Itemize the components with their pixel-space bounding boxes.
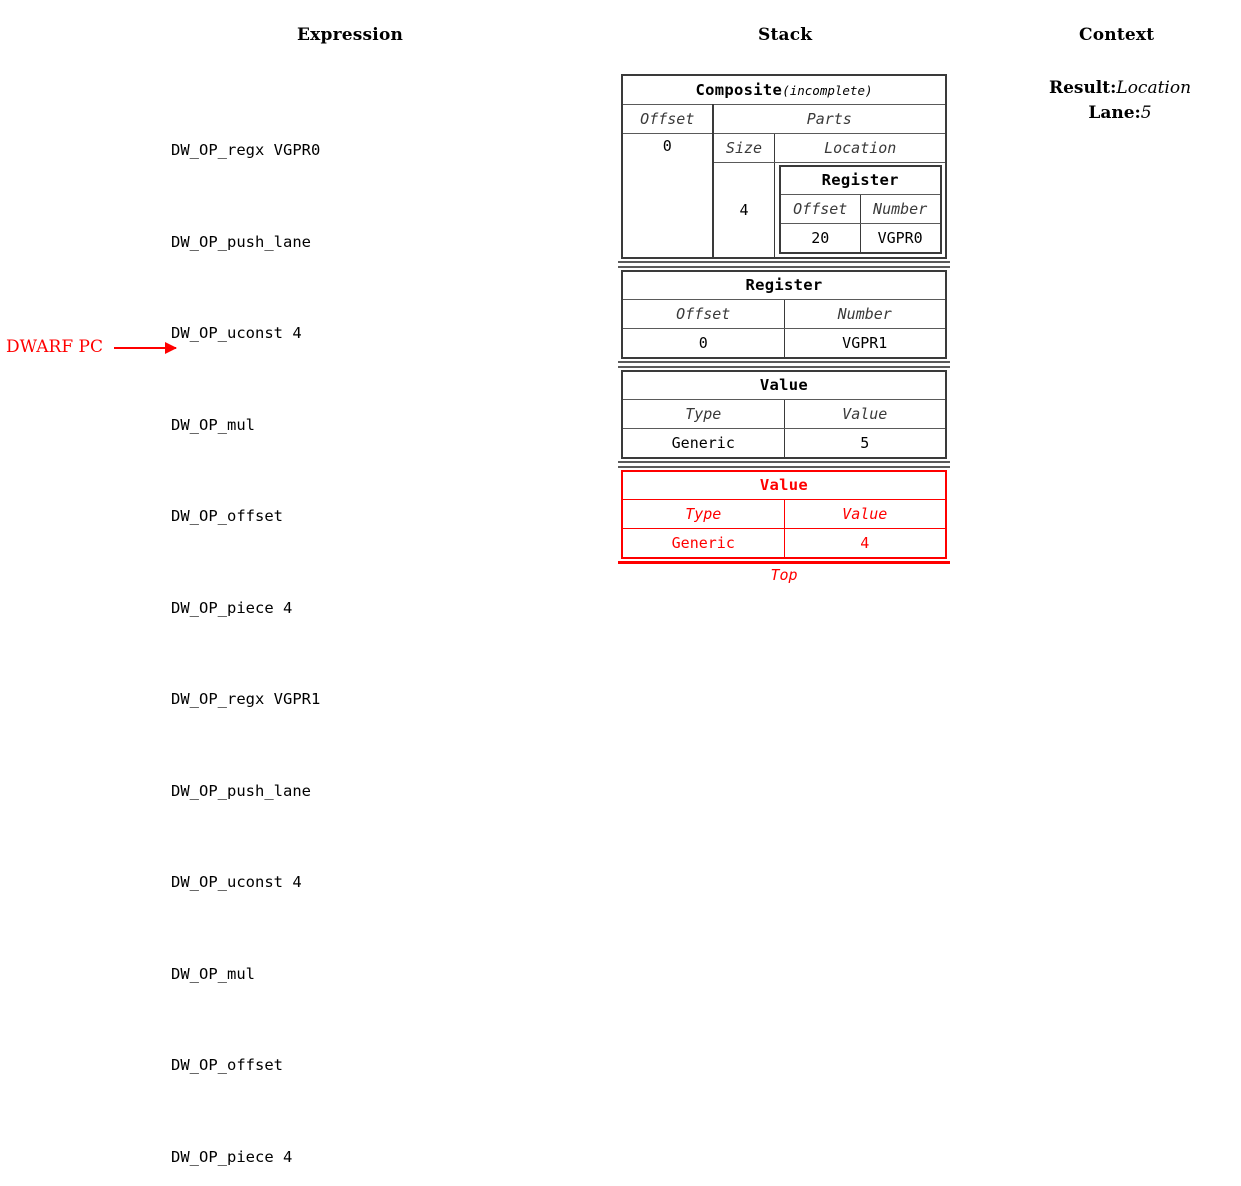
page-title-stack: Stack: [758, 25, 813, 45]
context-result-key: Result:: [1048, 78, 1117, 98]
stack-entry-register: Register Offset Number 0 VGPR1: [618, 269, 950, 359]
composite-part-size: 4: [712, 162, 776, 258]
register-number-value: VGPR1: [842, 333, 888, 352]
composite-location-label: Location: [774, 133, 946, 163]
value-title: Value: [622, 370, 946, 400]
value-top-type-value: Generic: [622, 528, 785, 558]
register-title: Register: [622, 270, 946, 300]
value-value-label: Value: [784, 399, 946, 429]
nested-register-title: Register: [779, 165, 941, 195]
nested-register-number-label: Number: [860, 194, 941, 224]
page-title-expression: Expression: [297, 25, 404, 45]
value-top-title: Value: [622, 470, 946, 500]
register-number-label: Number: [784, 299, 946, 329]
nested-register-number-value: VGPR0: [877, 228, 923, 247]
composite-parts-label: Parts: [712, 104, 946, 134]
dwarf-pc-marker: DWARF PC: [6, 337, 177, 363]
composite-offset-value: 0: [622, 133, 714, 258]
expression-operation-list: DW_OP_regx VGPR0 DW_OP_push_lane DW_OP_u…: [171, 74, 320, 1186]
expression-op: DW_OP_mul: [171, 964, 255, 983]
value-value-value: 5: [860, 433, 870, 452]
nested-register-offset-label: Offset: [779, 194, 861, 224]
value-type-label: Type: [622, 399, 785, 429]
composite-part-location: Register Offset Number 20 VGPR0: [775, 162, 946, 258]
nested-register-offset-value: 20: [779, 223, 861, 253]
expression-op: DW_OP_regx VGPR0: [171, 141, 321, 159]
context-result-value: Location: [1116, 78, 1192, 98]
composite-table: Composite(incomplete) Offset Parts 0 Siz…: [621, 74, 947, 259]
expression-op: DW_OP_uconst 4: [171, 324, 302, 342]
value-table: Value Type Value Generic 5: [621, 369, 947, 459]
composite-title: Composite(incomplete): [622, 75, 946, 105]
expression-op: DW_OP_regx VGPR1: [171, 690, 321, 708]
value-top-value-label: Value: [784, 499, 946, 529]
expression-op: DW_OP_mul: [171, 415, 255, 434]
value-top-type-label: Type: [622, 499, 785, 529]
stack-entry-value: Value Type Value Generic 5: [618, 369, 950, 459]
stack-entry-value-top: Value Type Value Generic 4 Top: [618, 469, 950, 586]
expression-op: DW_OP_push_lane: [171, 232, 311, 251]
expression-op: DW_OP_offset: [171, 1056, 283, 1074]
composite-title-suffix: (incomplete): [782, 82, 873, 98]
stack-separator: [618, 260, 950, 268]
stack-separator: [618, 360, 950, 368]
stack-top-label: Top: [770, 565, 798, 584]
value-type-value: Generic: [622, 428, 785, 458]
context-block: Result:Location Lane:5: [1005, 76, 1235, 126]
context-lane-row: Lane:5: [1005, 101, 1235, 126]
expression-op: DW_OP_piece 4: [171, 598, 293, 617]
value-top-value-value: 4: [860, 533, 870, 552]
expression-op: DW_OP_piece 4: [171, 1147, 293, 1166]
arrow-right-icon: [114, 342, 177, 354]
context-lane-value: 5: [1140, 103, 1152, 123]
page-title-context: Context: [1079, 25, 1155, 45]
expression-op: DW_OP_offset: [171, 507, 283, 525]
stack-separator: [618, 460, 950, 468]
register-table: Register Offset Number 0 VGPR1: [621, 269, 947, 359]
register-offset-label: Offset: [622, 299, 785, 329]
nested-register-table: Register Offset Number 20 VGPR0: [778, 164, 942, 254]
dwarf-pc-label: DWARF PC: [6, 337, 103, 357]
expression-op: DW_OP_uconst 4: [171, 873, 302, 891]
composite-offset-label: Offset: [622, 104, 714, 134]
expression-op: DW_OP_push_lane: [171, 781, 311, 800]
stack-entry-composite: Composite(incomplete) Offset Parts 0 Siz…: [618, 74, 950, 259]
stack-entries: Composite(incomplete) Offset Parts 0 Siz…: [618, 74, 950, 586]
context-result-row: Result:Location: [1005, 76, 1235, 101]
context-lane-key: Lane:: [1088, 103, 1141, 123]
stack-top-rule: [618, 560, 950, 564]
composite-title-text: Composite: [695, 80, 783, 99]
value-table-highlighted: Value Type Value Generic 4: [621, 469, 947, 559]
composite-size-label: Size: [712, 133, 776, 163]
register-offset-value: 0: [622, 328, 785, 358]
